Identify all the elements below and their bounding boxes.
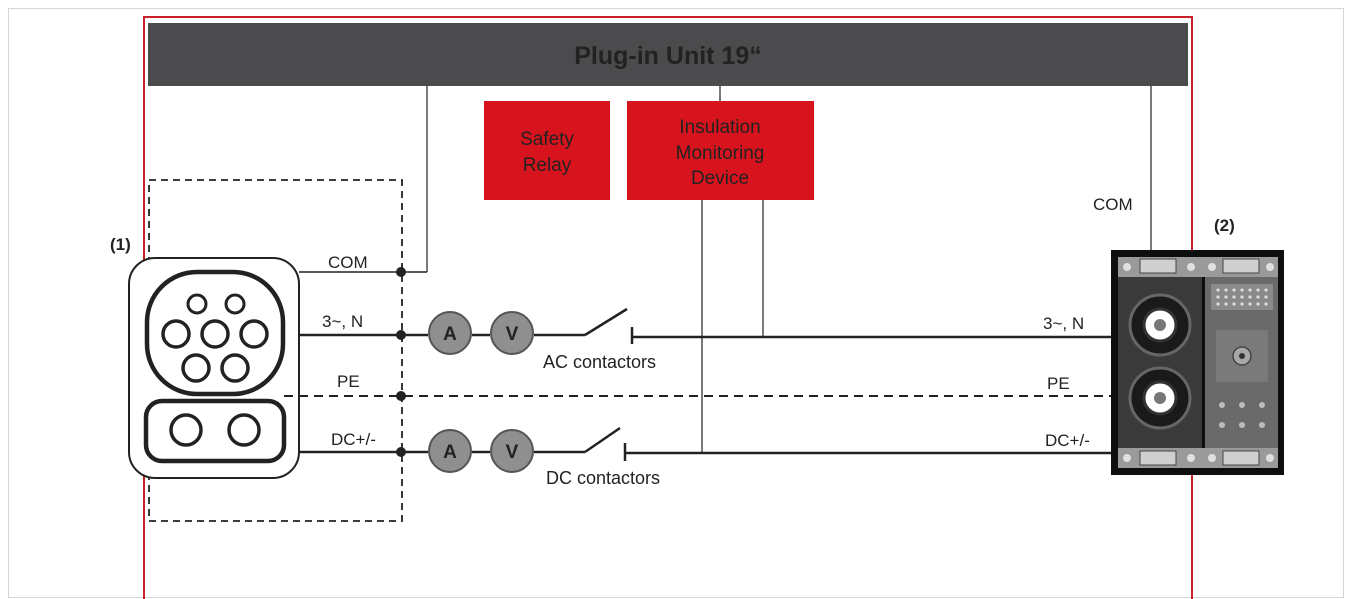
com-label-left: COM: [328, 253, 368, 272]
imd-box: [627, 101, 814, 200]
imd-line1: Insulation: [679, 117, 760, 138]
dc-ammeter-label: A: [443, 442, 457, 463]
pe-label-right: PE: [1047, 374, 1070, 393]
safety-relay-line2: Relay: [523, 155, 572, 176]
dc-contactor-blade: [584, 426, 621, 454]
dc-label-left: DC+/-: [331, 430, 376, 449]
dc-voltmeter-label: V: [506, 442, 519, 463]
ac-ammeter: A: [428, 311, 472, 355]
rack-connector: [1111, 250, 1284, 475]
ac-contactors-label: AC contactors: [543, 352, 656, 372]
ccs-inlet-connector: [128, 257, 300, 479]
junction-com: [396, 267, 406, 277]
ac-voltmeter: V: [490, 311, 534, 355]
ac-voltmeter-label: V: [506, 324, 519, 345]
dc-voltmeter: V: [490, 429, 534, 473]
inlet-dashed-boundary: [148, 179, 403, 522]
safety-relay-line1: Safety: [520, 129, 574, 150]
ac-contactor-blade: [584, 307, 628, 337]
dc-label-right: DC+/-: [1045, 431, 1090, 450]
imd-line3: Device: [691, 168, 749, 189]
junction-ac: [396, 330, 406, 340]
dc-contactors-label: DC contactors: [546, 468, 660, 488]
ac-label-left: 3~, N: [322, 312, 363, 331]
ac-ammeter-label: A: [443, 324, 457, 345]
pe-label-left: PE: [337, 372, 360, 391]
callout-1: (1): [110, 235, 131, 254]
com-label-right: COM: [1093, 195, 1133, 214]
dc-ammeter: A: [428, 429, 472, 473]
junction-pe: [396, 391, 406, 401]
junction-dc: [396, 447, 406, 457]
ac-label-right: 3~, N: [1043, 314, 1084, 333]
header-title: Plug-in Unit 19“: [574, 42, 762, 70]
header-bar: [148, 23, 1188, 86]
callout-2: (2): [1214, 216, 1235, 235]
imd-line2: Monitoring: [676, 143, 765, 164]
safety-relay-box: [484, 101, 610, 200]
